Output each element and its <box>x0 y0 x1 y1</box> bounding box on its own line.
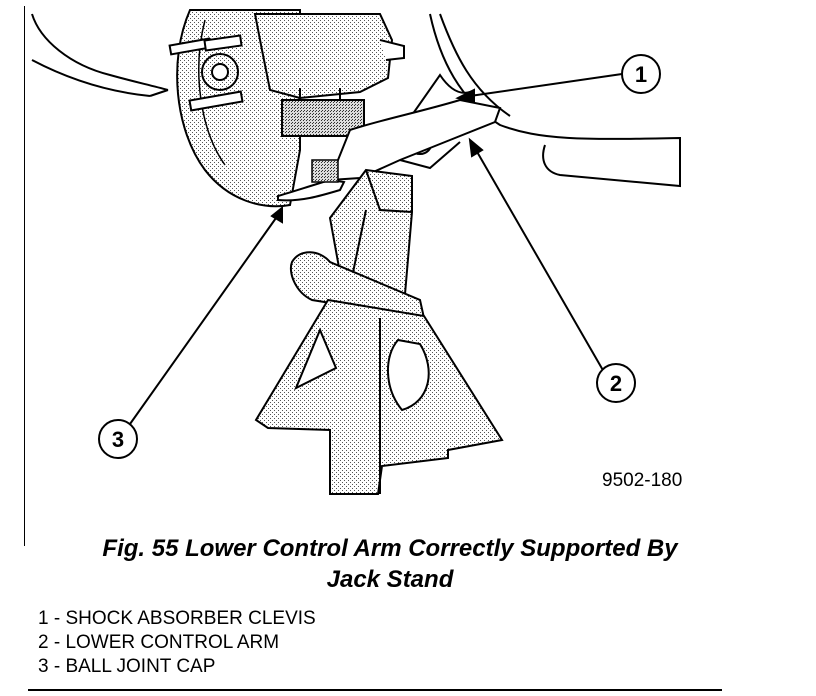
steering-knuckle <box>253 13 405 137</box>
callout-3-number: 3 <box>112 427 124 452</box>
callout-3: 3 <box>98 419 138 459</box>
suspension-illustration: 1 2 3 <box>31 9 681 495</box>
legend-item: 3 - BALL JOINT CAP <box>38 656 216 677</box>
callout-2: 2 <box>596 363 636 403</box>
leader-arrow-1 <box>455 88 475 104</box>
leader-line-2 <box>475 149 605 373</box>
bottom-rule <box>28 689 722 691</box>
lower-control-arm <box>328 98 502 182</box>
legend-item: 2 - LOWER CONTROL ARM <box>38 632 280 653</box>
figure-caption-line-1: Fig. 55 Lower Control Arm Correctly Supp… <box>102 535 678 562</box>
legend: 1 - SHOCK ABSORBER CLEVIS 2 - LOWER CONT… <box>38 607 316 679</box>
callout-1: 1 <box>621 54 661 94</box>
figure-caption-line-2: Jack Stand <box>326 566 454 593</box>
ball-joint-cap <box>277 159 346 202</box>
leader-arrow-2 <box>468 137 484 158</box>
leader-line-3 <box>129 217 277 425</box>
figure-caption: Fig. 55 Lower Control Arm Correctly Supp… <box>30 533 750 595</box>
wheel-studs <box>168 34 244 112</box>
callout-2-number: 2 <box>610 371 622 396</box>
jack-stand <box>254 168 504 495</box>
figure-code: 9502-180 <box>602 470 683 491</box>
leader-lines <box>129 73 623 425</box>
callout-1-number: 1 <box>635 62 647 87</box>
leader-line-1 <box>469 73 623 97</box>
legend-item: 1 - SHOCK ABSORBER CLEVIS <box>38 608 316 629</box>
leader-arrow-3 <box>270 205 283 224</box>
page-left-rule <box>24 6 25 546</box>
tire-outline <box>31 13 169 97</box>
